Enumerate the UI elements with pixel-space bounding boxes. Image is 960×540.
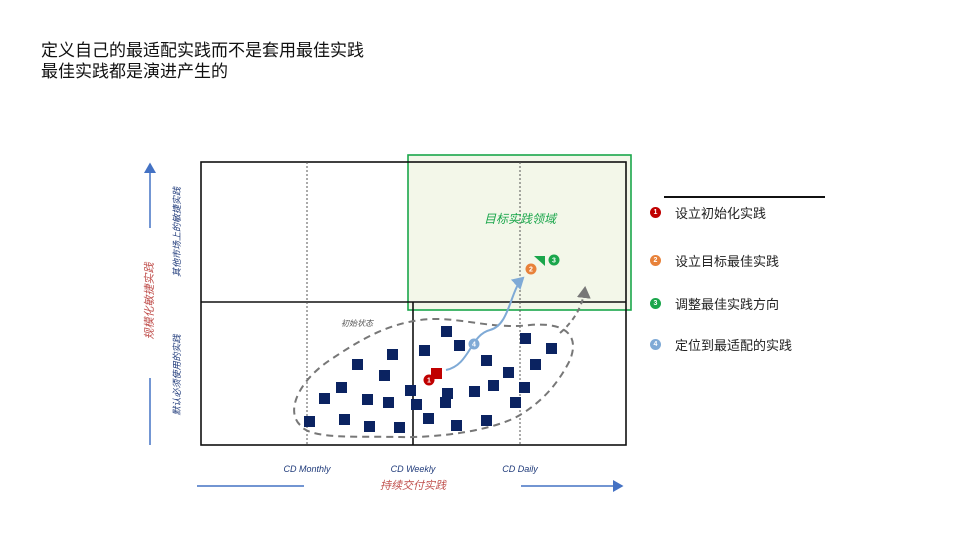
practice-square [319, 393, 330, 404]
svg-text:1: 1 [427, 378, 431, 385]
practice-square [519, 382, 530, 393]
y-upper-label: 其他市场上的敏捷实践 [173, 187, 183, 278]
legend-item-4: 4 定位到最适配的实践 [650, 336, 793, 353]
practice-square [469, 386, 480, 397]
practice-squares [304, 326, 557, 433]
practice-square [488, 380, 499, 391]
legend-badge-3: 3 [650, 297, 661, 309]
practice-square [336, 382, 347, 393]
practice-square [510, 397, 521, 408]
title-line-1: 定义自己的最适配实践而不是套用最佳实践 [41, 41, 364, 60]
legend-text-4: 定位到最适配的实践 [675, 337, 793, 353]
svg-text:3: 3 [552, 258, 556, 265]
practice-square [546, 343, 557, 354]
practice-square [481, 355, 492, 366]
practice-square [352, 359, 363, 370]
practice-square [362, 394, 373, 405]
practice-square [423, 413, 434, 424]
svg-text:2: 2 [529, 267, 533, 274]
practice-square [520, 333, 531, 344]
practice-square [394, 422, 405, 433]
target-region-label: 目标实践领域 [484, 212, 558, 226]
y-axis-title: 规模化敏捷实践 [143, 262, 156, 340]
legend-text-1: 设立初始化实践 [675, 205, 767, 221]
legend-badge-1: 1 [650, 206, 661, 218]
slide-title: 定义自己的最适配实践而不是套用最佳实践 最佳实践都是演进产生的 [41, 40, 364, 82]
practice-square [411, 399, 422, 410]
x-tick-cd-daily: CD Daily [502, 464, 538, 474]
x-tick-cd-weekly: CD Weekly [390, 464, 436, 474]
legend-item-1: 1 设立初始化实践 [650, 204, 767, 221]
initial-state-label: 初始状态 [341, 319, 374, 328]
marker-3: 3 [534, 254, 560, 266]
practice-square [419, 345, 430, 356]
practice-square [451, 420, 462, 431]
marker-2: 2 [525, 263, 537, 275]
legend-text-2: 设立目标最佳实践 [675, 253, 780, 269]
legend-badge-2: 2 [650, 254, 661, 266]
practice-square [481, 415, 492, 426]
path-to-target [445, 276, 525, 371]
x-axis-title: 持续交付实践 [380, 479, 447, 492]
legend-item-3: 3 调整最佳实践方向 [650, 295, 780, 312]
practice-square [530, 359, 541, 370]
x-tick-cd-monthly: CD Monthly [283, 464, 331, 474]
y-lower-label: 默认必须使用的实践 [173, 334, 183, 416]
legend-text-3: 调整最佳实践方向 [675, 296, 780, 312]
practice-square [441, 326, 452, 337]
practice-square [405, 385, 416, 396]
legend-divider [664, 196, 825, 198]
initial-state-region [293, 318, 575, 439]
practice-square [387, 349, 398, 360]
practice-square [304, 416, 315, 427]
practice-square [379, 370, 390, 381]
marker-4: 4 [468, 338, 480, 350]
practice-square [442, 388, 453, 399]
practice-square [383, 397, 394, 408]
svg-text:4: 4 [472, 342, 476, 349]
practice-square [503, 367, 514, 378]
path-extension [559, 286, 591, 334]
title-line-2: 最佳实践都是演进产生的 [41, 62, 228, 81]
marker-1: 1 [423, 368, 442, 386]
practice-square [364, 421, 375, 432]
practice-square [339, 414, 350, 425]
practice-square [454, 340, 465, 351]
practice-square [440, 397, 451, 408]
legend-badge-4: 4 [650, 338, 661, 350]
legend-item-2: 2 设立目标最佳实践 [650, 252, 780, 269]
